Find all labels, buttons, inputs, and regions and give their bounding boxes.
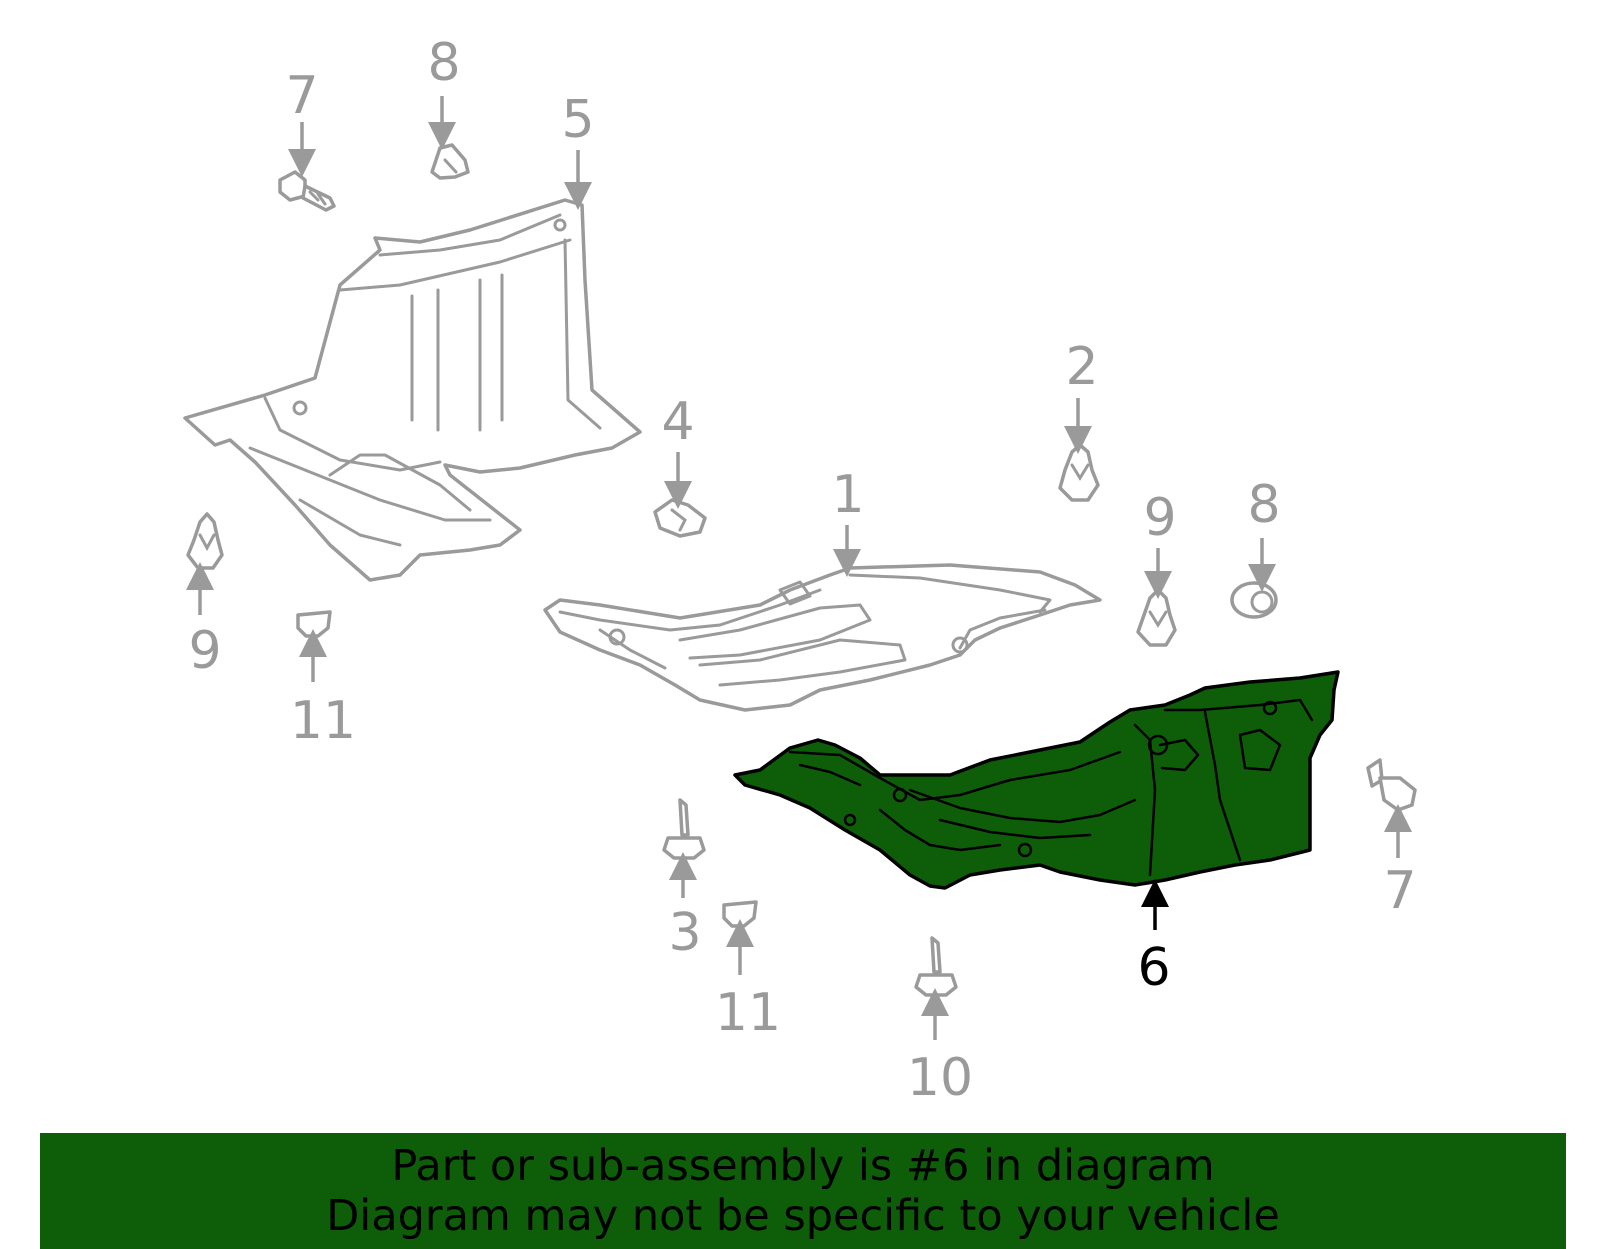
banner-line-part-number: Part or sub-assembly is #6 in diagram [391, 1141, 1215, 1191]
fastener-9-right-push-clip-icon[interactable] [1136, 588, 1177, 647]
parts-diagram: 7 8 5 4 1 2 9 8 9 11 3 11 10 7 6 [183, 33, 1417, 1108]
fastener-10-bolt-icon[interactable] [914, 936, 958, 997]
callout-11-left[interactable]: 11 [290, 691, 356, 751]
fastener-8-right-clip-icon[interactable] [1230, 581, 1278, 619]
fastener-3-bolt-icon[interactable] [662, 798, 706, 860]
part-5-front-under-cover[interactable] [183, 198, 642, 582]
callout-7-right[interactable]: 7 [1383, 861, 1416, 921]
callout-labels: 7 8 5 4 1 2 9 8 9 11 3 11 10 7 6 [188, 33, 1416, 1108]
callout-8-right[interactable]: 8 [1247, 475, 1280, 535]
fastener-11-left-grommet-icon[interactable] [296, 610, 332, 638]
fastener-4-nut-icon[interactable] [653, 498, 707, 538]
callout-3[interactable]: 3 [668, 903, 701, 963]
part-6-highlighted-under-cover[interactable] [733, 670, 1340, 890]
fastener-9-left-push-clip-icon[interactable] [186, 512, 224, 570]
callout-9-left[interactable]: 9 [188, 621, 221, 681]
info-banner: Part or sub-assembly is #6 in diagram Di… [40, 1133, 1566, 1249]
callout-2[interactable]: 2 [1065, 337, 1098, 397]
part-1-engine-under-cover[interactable] [543, 563, 1102, 712]
callout-10[interactable]: 10 [907, 1048, 973, 1108]
callout-arrows [186, 96, 1412, 1040]
fastener-7-upper-bolt-icon[interactable] [278, 170, 336, 212]
callout-5[interactable]: 5 [561, 90, 594, 150]
fastener-8-upper-clip-icon[interactable] [430, 143, 470, 180]
callout-4[interactable]: 4 [661, 392, 694, 452]
fastener-7-right-bolt-icon[interactable] [1366, 758, 1417, 812]
callout-7-upper[interactable]: 7 [285, 66, 318, 126]
callout-1[interactable]: 1 [831, 465, 864, 525]
callout-9-right[interactable]: 9 [1143, 488, 1176, 548]
fastener-2-push-clip-icon[interactable] [1058, 443, 1100, 502]
callout-8-upper[interactable]: 8 [427, 33, 460, 93]
callout-11-bottom[interactable]: 11 [715, 983, 781, 1043]
banner-line-disclaimer: Diagram may not be specific to your vehi… [326, 1191, 1280, 1241]
callout-6-highlighted[interactable]: 6 [1137, 938, 1170, 998]
fastener-11-bottom-grommet-icon[interactable] [722, 900, 758, 928]
